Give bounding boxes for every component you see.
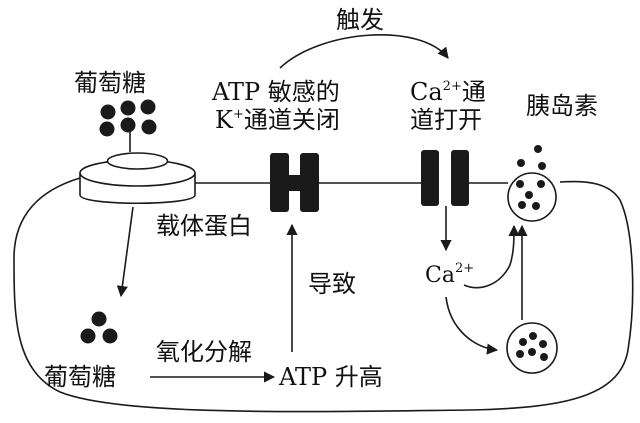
arrow-trigger <box>279 34 449 69</box>
released-insulin-molecules <box>517 145 546 170</box>
carrier-protein-label: 载体蛋白 <box>156 212 252 240</box>
oxidative-breakdown-label: 氧化分解 <box>156 338 252 366</box>
atp-channel-label-line1: ATP 敏感的 <box>211 78 340 106</box>
insulin-label: 胰岛素 <box>526 92 598 120</box>
glucose-molecules-inside <box>80 311 118 344</box>
arrow-ca-to-inner-vesicle <box>445 296 499 355</box>
atp-channel-label-line2: K+通道关闭 <box>215 106 340 134</box>
leads-to-label: 导致 <box>308 270 356 298</box>
carrier-protein-icon <box>79 152 196 205</box>
ca-channel-label-line2: 道打开 <box>410 106 482 134</box>
glucose-top-label: 葡萄糖 <box>74 69 146 97</box>
glucose-molecules-outside <box>99 99 157 137</box>
glucose-bottom-label: 葡萄糖 <box>44 363 116 391</box>
arrow-ca-to-vesicle <box>463 224 520 289</box>
cell-membrane <box>13 177 634 413</box>
ca-channel-label-line1: Ca2+通 <box>410 78 486 106</box>
ca-channel-icon <box>421 150 469 206</box>
insulin-vesicle-inside <box>506 322 558 374</box>
insulin-release-vesicle <box>507 172 557 222</box>
ca-ion-label: Ca2+ <box>425 261 474 288</box>
arrow-carrier-to-glucose <box>116 206 134 298</box>
atp-rise-label: ATP 升高 <box>278 363 383 391</box>
trigger-label: 触发 <box>336 6 384 34</box>
k-atp-channel-icon <box>270 153 319 212</box>
